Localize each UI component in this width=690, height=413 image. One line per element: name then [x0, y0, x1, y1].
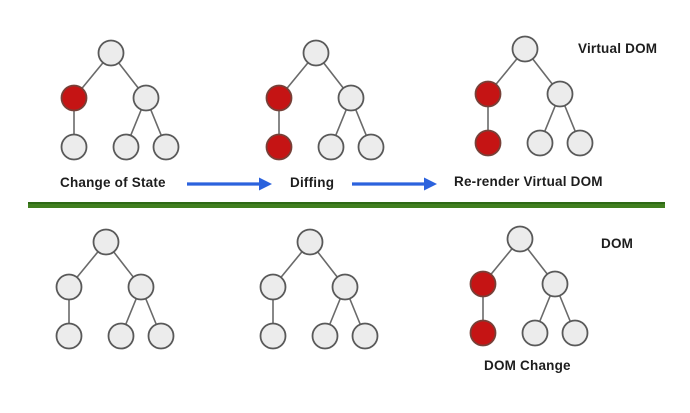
node-right-child-1	[526, 129, 554, 157]
changed-node-left-child	[265, 133, 293, 161]
node-root	[511, 35, 539, 63]
virtual-dom-section-label: Virtual DOM	[578, 41, 658, 56]
node-right-child-2	[351, 322, 379, 350]
node-root	[92, 228, 120, 256]
node-right-child-1	[112, 133, 140, 161]
node-right-child-2	[357, 133, 385, 161]
node-right-child-1	[107, 322, 135, 350]
node-left	[259, 273, 287, 301]
node-root	[97, 39, 125, 67]
node-left	[55, 273, 83, 301]
node-right-child-1	[317, 133, 345, 161]
dom-tree-2	[259, 228, 379, 350]
node-root	[302, 39, 330, 67]
node-root	[296, 228, 324, 256]
changed-node-left-child	[474, 129, 502, 157]
node-right-child-1	[521, 319, 549, 347]
virtual-dom-tree-rerendered	[474, 35, 594, 157]
changed-node-left-child	[469, 319, 497, 347]
dom-change-label: DOM Change	[484, 358, 571, 373]
node-right	[331, 273, 359, 301]
node-root	[506, 225, 534, 253]
diffing-label: Diffing	[290, 175, 335, 190]
node-left-child	[55, 322, 83, 350]
node-right-child-2	[561, 319, 589, 347]
node-left-child	[259, 322, 287, 350]
node-right	[546, 80, 574, 108]
changed-node-left	[265, 84, 293, 112]
arrow-diffing-to-rerender	[352, 177, 437, 191]
node-right	[337, 84, 365, 112]
changed-node-left	[469, 270, 497, 298]
arrow-head-icon	[259, 177, 272, 191]
node-right-child-2	[147, 322, 175, 350]
change-of-state-label: Change of State	[60, 175, 166, 190]
node-left-child	[60, 133, 88, 161]
section-divider	[28, 202, 665, 208]
arrow-change-to-diffing	[187, 177, 272, 191]
virtual-dom-tree-diffing	[265, 39, 385, 161]
dom-tree-1	[55, 228, 175, 350]
node-right-child-1	[311, 322, 339, 350]
arrow-head-icon	[424, 177, 437, 191]
virtual-dom-tree-change-of-state	[60, 39, 180, 161]
dom-tree-changed	[469, 225, 589, 347]
node-right	[127, 273, 155, 301]
rerender-virtual-dom-label: Re-render Virtual DOM	[454, 174, 603, 189]
node-right	[132, 84, 160, 112]
node-right-child-2	[152, 133, 180, 161]
changed-node-left	[60, 84, 88, 112]
dom-section-label: DOM	[601, 236, 634, 251]
node-right-child-2	[566, 129, 594, 157]
node-right	[541, 270, 569, 298]
changed-node-left	[474, 80, 502, 108]
